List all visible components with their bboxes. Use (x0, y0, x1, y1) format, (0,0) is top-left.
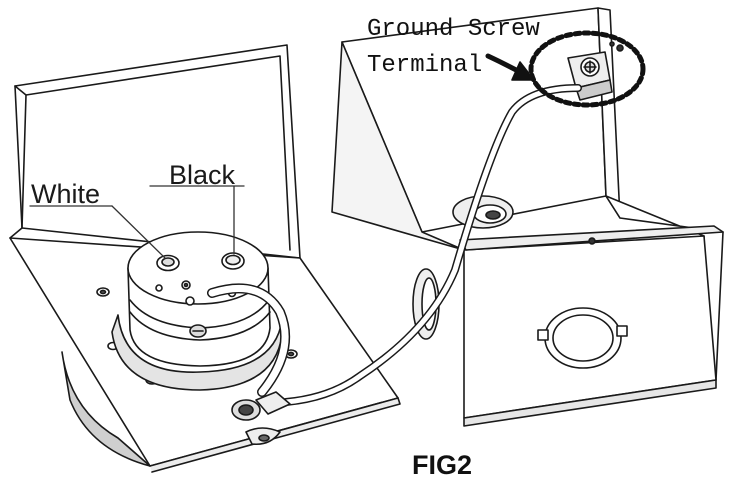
ear-hole (616, 44, 624, 52)
screw-icon (287, 351, 295, 357)
screw-icon (183, 282, 189, 288)
screw-icon (99, 289, 107, 295)
knockout-tab (537, 329, 549, 341)
knockout-tab (616, 325, 628, 337)
lug-nut-icon (238, 404, 254, 416)
highlight-circle (528, 30, 646, 108)
rim-hole (588, 237, 596, 245)
figure-caption: FIG2 (412, 450, 472, 480)
crimp-sleeve (255, 391, 291, 415)
black-wire-label: Black (169, 160, 236, 190)
ear-hole (609, 41, 615, 47)
screw-icon (155, 284, 163, 292)
wires (207, 84, 582, 406)
front-knockout-inner (552, 314, 614, 362)
white-leader-line (111, 205, 166, 259)
white-terminal-icon (161, 257, 175, 267)
housing-ring (129, 311, 271, 341)
fixture-under-shade (61, 351, 151, 467)
plate-back-panel (14, 44, 301, 259)
ground-label-line1: Ground Screw (367, 16, 540, 43)
plate-back-inner-edge (25, 55, 291, 251)
white-wire-label: White (31, 179, 100, 209)
screw-icon (185, 296, 195, 306)
ground-wire-inner (283, 85, 581, 405)
jumper-wire-inner (208, 284, 289, 396)
ground-arrow (485, 53, 535, 81)
clip-hole (258, 434, 270, 442)
arrow-head-icon (511, 61, 535, 81)
connector-housing (111, 231, 283, 391)
plate-left-lip (9, 85, 27, 239)
leader-lines (29, 185, 245, 259)
ground-screw-terminal (567, 51, 613, 101)
ground-label-line2: Terminal (367, 52, 482, 79)
back-knockout-core (485, 210, 501, 220)
junction-box (331, 7, 724, 427)
ring-lug (231, 391, 291, 446)
terminal-block-side (575, 79, 613, 101)
box-bottom-edge (463, 379, 717, 427)
black-terminal-icon (225, 254, 241, 266)
